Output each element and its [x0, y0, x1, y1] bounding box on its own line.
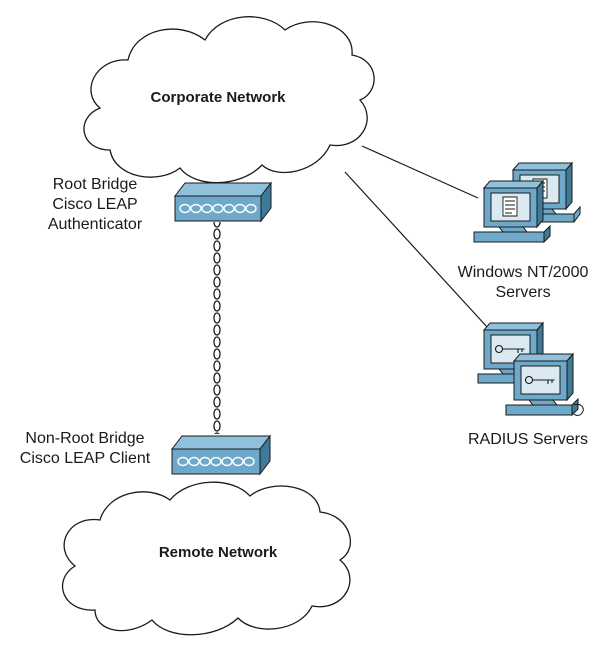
remote-network-cloud — [61, 481, 351, 636]
radius-servers-label: RADIUS Servers — [467, 431, 589, 448]
corporate-network-cloud — [83, 16, 375, 184]
wireless-link — [211, 222, 225, 434]
windows-server-front — [473, 179, 551, 244]
root-bridge-label: Root Bridge Cisco LEAP Authenticator — [47, 176, 143, 233]
key-icon — [494, 344, 525, 354]
non-root-bridge-label: Non-Root Bridge Cisco LEAP Client — [19, 430, 151, 467]
link-corporate-to-radius — [344, 171, 489, 329]
link-corporate-to-windows — [361, 145, 479, 199]
radius-server-back — [477, 321, 545, 384]
root-bridge-device — [173, 181, 273, 223]
radius-server-front — [505, 352, 584, 417]
mouse-icon — [573, 404, 584, 416]
key-icon — [524, 375, 555, 385]
windows-servers-label: Windows NT/2000 Servers — [457, 264, 589, 301]
non-root-bridge-device — [170, 434, 272, 476]
corporate-network-label: Corporate Network — [150, 89, 286, 106]
document-icon — [502, 196, 518, 217]
remote-network-label: Remote Network — [158, 544, 278, 561]
